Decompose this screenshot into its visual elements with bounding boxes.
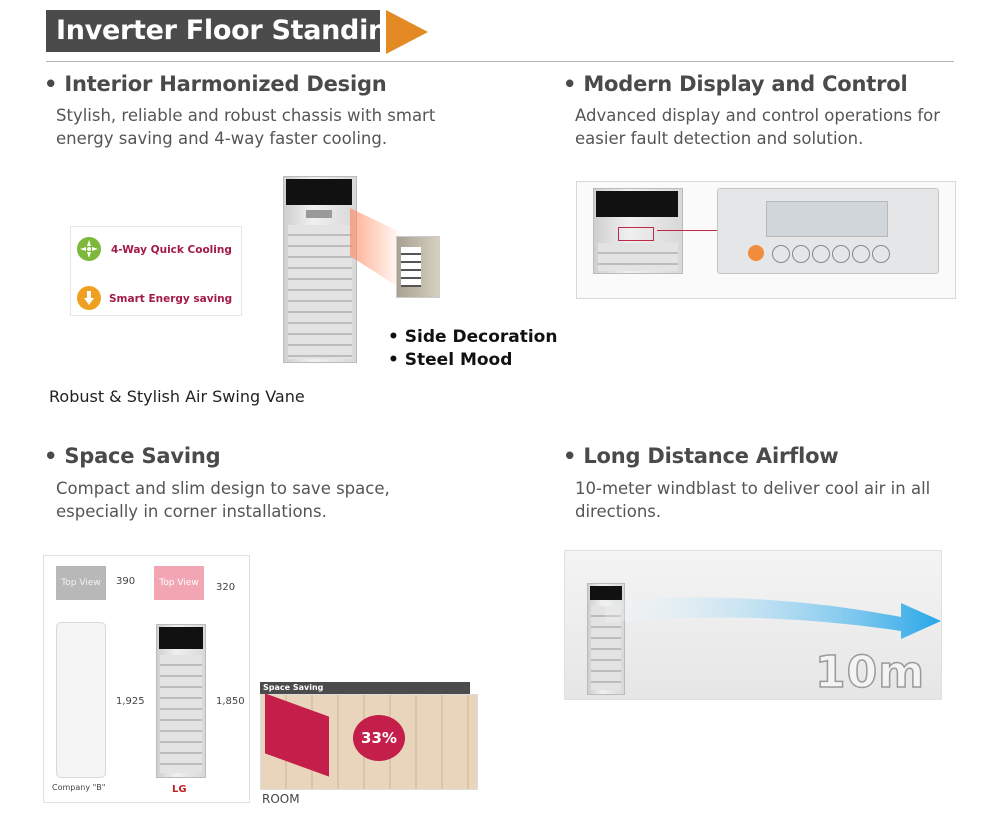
display-control-image xyxy=(576,181,956,299)
airflow-arrow-icon xyxy=(605,597,941,639)
section-desc-space-1: Compact and slim design to save space, xyxy=(56,479,390,498)
floor-unit-image xyxy=(283,176,357,363)
section-desc-airflow-1: 10-meter windblast to deliver cool air i… xyxy=(575,479,931,498)
side-detail-image xyxy=(396,236,440,298)
unit-slats xyxy=(288,225,352,359)
floor-area-marker xyxy=(265,693,329,777)
unit-grille xyxy=(286,179,352,205)
zoom-highlight xyxy=(350,208,400,288)
lg-unit xyxy=(156,624,206,778)
callout-side-decoration: • Side Decoration xyxy=(388,327,558,347)
section-desc-display-1: Advanced display and control operations … xyxy=(575,106,941,125)
section-desc-design-1: Stylish, reliable and robust chassis wit… xyxy=(56,106,436,125)
feature-box: 4-Way Quick Cooling Smart Energy saving xyxy=(70,226,242,316)
fan-icon xyxy=(77,237,101,261)
top-view-right: Top View xyxy=(154,566,204,600)
distance-label: 10m xyxy=(814,646,926,699)
room-label: ROOM xyxy=(262,792,300,806)
control-button-icon xyxy=(872,245,890,263)
lcd-display xyxy=(766,201,888,237)
company-b-label: Company "B" xyxy=(52,783,106,792)
height-right: 1,850 xyxy=(216,696,245,707)
header-divider xyxy=(46,61,954,62)
section-title-space: • Space Saving xyxy=(44,444,221,468)
header-bar xyxy=(46,10,380,52)
feature-energy-saving: Smart Energy saving xyxy=(109,293,233,305)
airflow-image: 10m xyxy=(564,550,942,700)
section-title-display: • Modern Display and Control xyxy=(563,72,908,96)
section-desc-display-2: easier fault detection and solution. xyxy=(575,129,864,148)
power-icon xyxy=(748,245,764,261)
depth-left: 390 xyxy=(116,576,136,587)
lg-label: LG xyxy=(172,784,187,795)
section-title-airflow: • Long Distance Airflow xyxy=(563,444,839,468)
arrow-right-icon xyxy=(386,10,428,54)
space-saving-panel-header: Space Saving xyxy=(260,682,470,694)
section-title-design: • Interior Harmonized Design xyxy=(44,72,387,96)
unit-top-image xyxy=(593,188,683,274)
page-title: Inverter Floor Standing xyxy=(56,15,406,46)
control-button-icon xyxy=(852,245,870,263)
space-saving-panel-title: Space Saving xyxy=(263,683,324,692)
top-view-left: Top View xyxy=(56,566,106,600)
section-desc-airflow-2: directions. xyxy=(575,502,662,521)
control-button-icon xyxy=(812,245,830,263)
feature-quick-cooling: 4-Way Quick Cooling xyxy=(111,244,232,256)
company-b-unit xyxy=(56,622,106,778)
control-button-icon xyxy=(792,245,810,263)
design-caption: Robust & Stylish Air Swing Vane xyxy=(49,387,305,406)
dimension-diagram: Top View 390 Top View 320 1,925 1,850 Co… xyxy=(43,555,250,803)
room-floor-image: 33% xyxy=(260,693,478,790)
control-button-icon xyxy=(772,245,790,263)
energy-icon xyxy=(77,286,101,310)
control-button-icon xyxy=(832,245,850,263)
callout-steel-mood: • Steel Mood xyxy=(388,350,513,370)
section-desc-design-2: energy saving and 4-way faster cooling. xyxy=(56,129,388,148)
section-desc-space-2: especially in corner installations. xyxy=(56,502,327,521)
height-left: 1,925 xyxy=(116,696,145,707)
unit-display xyxy=(306,210,332,218)
control-panel xyxy=(717,188,939,274)
depth-right: 320 xyxy=(216,582,236,593)
percent-badge: 33% xyxy=(353,715,405,761)
